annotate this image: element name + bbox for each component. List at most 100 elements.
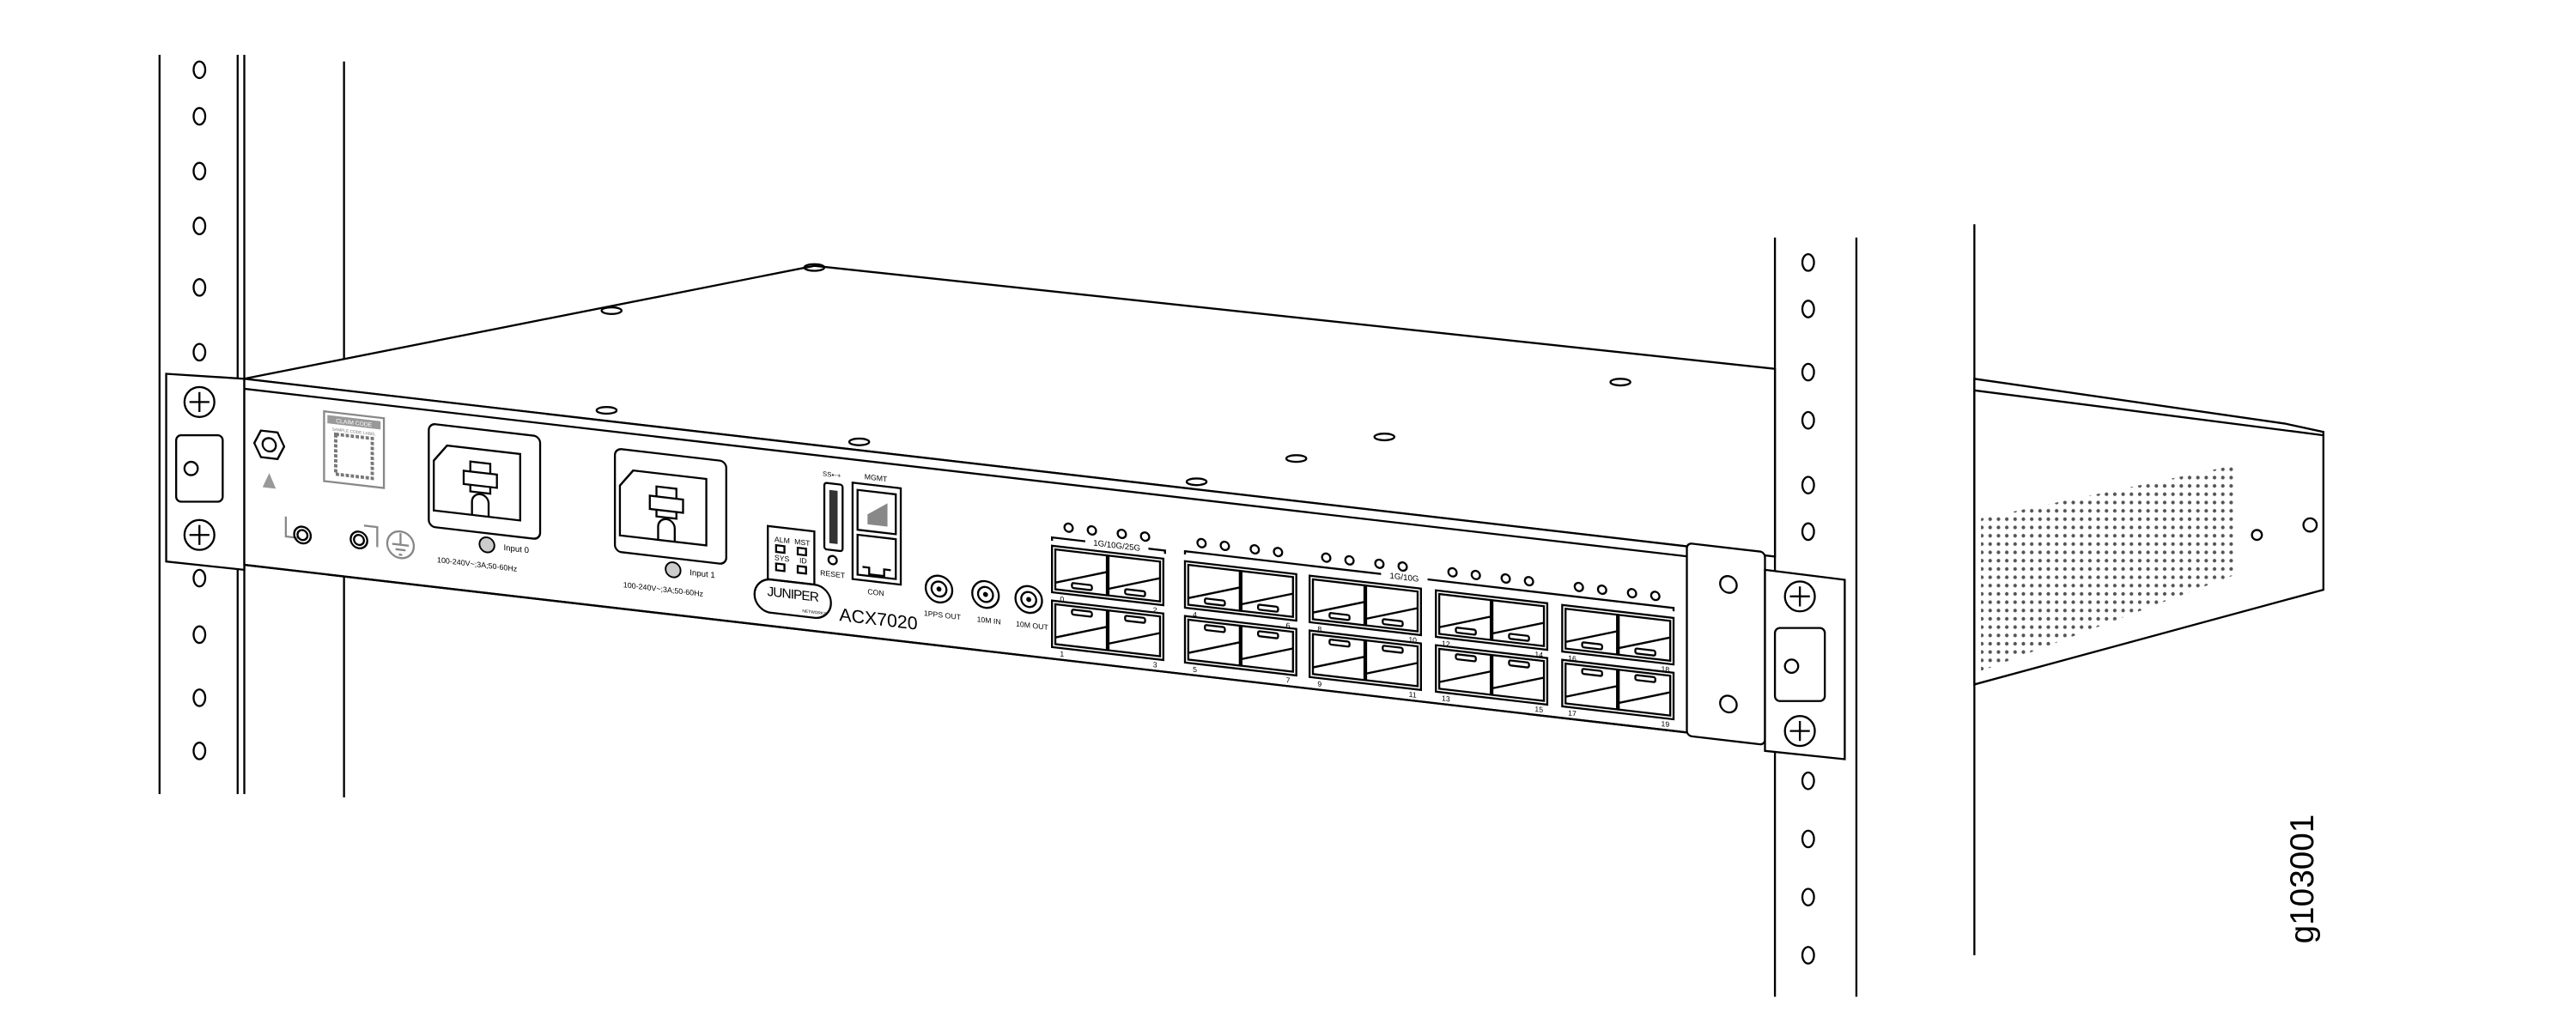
sfp-port-12[interactable] [1437, 592, 1492, 641]
latch-tab [1124, 615, 1146, 624]
sfp-cage[interactable] [1240, 570, 1294, 619]
rack-hole [1801, 522, 1815, 542]
latch-tab [1071, 582, 1093, 591]
sfp-port-11[interactable] [1364, 639, 1419, 688]
led-label-id: ID [799, 556, 807, 566]
rack-hole [192, 625, 207, 645]
sfp-cage[interactable] [1054, 603, 1109, 651]
port-number-label: 9 [1317, 679, 1321, 688]
sfp-cage[interactable] [1618, 614, 1672, 663]
usb-port[interactable]: SS⇠+ [823, 470, 844, 553]
led-label-mst: MST [794, 537, 811, 548]
port-status-led [1447, 566, 1458, 578]
rack-hole [192, 278, 207, 297]
sfp-cage[interactable] [1364, 639, 1419, 688]
top-cover-screw [1285, 454, 1308, 464]
sfp-port-4[interactable] [1187, 563, 1242, 612]
sfp-port-19[interactable] [1618, 668, 1672, 717]
sfp-port-15[interactable] [1491, 653, 1546, 702]
latch-tab [1204, 624, 1226, 633]
top-cover-screw [1185, 477, 1208, 487]
bnc-port[interactable]: 10M OUT [1014, 585, 1049, 632]
port-number-label: 14 [1534, 650, 1543, 659]
latch-tab [1508, 633, 1530, 642]
port-status-led [1139, 531, 1151, 542]
sfp-port-6[interactable] [1240, 570, 1294, 619]
sfp-cage[interactable] [1187, 618, 1242, 667]
power-inlet-1[interactable]: Input 1 100-240V~;3A;50-60Hz [613, 448, 727, 601]
sfp-cage[interactable] [1311, 578, 1366, 627]
sfp-port-9[interactable] [1311, 633, 1366, 682]
bnc-port[interactable]: 10M IN [971, 579, 1001, 627]
port-number-label: 19 [1662, 719, 1670, 729]
port-status-led [1626, 588, 1637, 599]
sfp-port-14[interactable] [1491, 598, 1546, 647]
port-status-led [1086, 524, 1097, 536]
right-mounting-ear [1764, 568, 1846, 760]
reset-button[interactable]: RESET [820, 554, 846, 580]
rack-hole [192, 60, 207, 80]
sfp-cage[interactable] [1618, 668, 1672, 717]
port-number-label: 7 [1286, 676, 1291, 685]
port-number-label: 12 [1442, 639, 1450, 648]
latch-tab [1455, 627, 1477, 636]
sfp-cage[interactable] [1564, 662, 1619, 711]
port-number-label: 15 [1534, 705, 1543, 714]
timing-port-label: 10M IN [977, 615, 1001, 626]
sfp-port-18[interactable] [1618, 614, 1672, 663]
sfp-port-group: 12 14 13 15 [1435, 566, 1549, 714]
latch-tab [1508, 659, 1530, 669]
qr-code-icon [334, 432, 374, 481]
latch-tab [1257, 603, 1279, 613]
sfp-port-0[interactable] [1054, 548, 1109, 597]
sfp-cage[interactable] [1437, 592, 1492, 641]
sfp-cage[interactable] [1107, 609, 1162, 657]
front-panel: CLAIM CODE SAMPLE CODE LABEL Input 0 100… [243, 377, 1766, 746]
sfp-port-8[interactable] [1311, 578, 1366, 627]
sfp-port-2[interactable] [1107, 554, 1162, 603]
sfp-cage[interactable] [1107, 554, 1162, 603]
sfp-port-7[interactable] [1240, 624, 1294, 673]
port-status-led [1500, 573, 1511, 585]
sfp-cage[interactable] [1240, 624, 1294, 673]
port-number-label: 10 [1408, 635, 1417, 645]
port-number-label: 18 [1662, 664, 1670, 674]
sfp-cage[interactable] [1564, 607, 1619, 656]
sfp-port-10[interactable] [1364, 584, 1419, 633]
sfp-cage[interactable] [1311, 633, 1366, 682]
sfp-cage[interactable] [1491, 598, 1546, 647]
rack-hole [1801, 888, 1815, 906]
console-port[interactable] [856, 533, 897, 580]
sfp-port-17[interactable] [1564, 662, 1619, 711]
brand-name: JUNIPER [768, 585, 819, 605]
power-inlet-0[interactable]: Input 0 100-240V~;3A;50-60Hz [428, 423, 542, 576]
brand-subtitle: NETWORKS [802, 609, 827, 616]
port-status-led [1321, 552, 1332, 563]
svg-text:1G/10G: 1G/10G [1390, 572, 1419, 585]
sfp-port-13[interactable] [1437, 647, 1492, 696]
port-number-label: 13 [1442, 694, 1450, 703]
port-status-led [1196, 537, 1207, 548]
sfp-cage[interactable] [1054, 548, 1109, 597]
sfp-port-5[interactable] [1187, 618, 1242, 667]
sfp-cage[interactable] [1364, 584, 1419, 633]
juniper-logo: JUNIPER NETWORKS [753, 578, 832, 620]
rack-hole [192, 568, 207, 588]
latch-tab [1634, 647, 1656, 657]
sfp-port-1[interactable] [1054, 603, 1109, 651]
sfp-cage[interactable] [1437, 647, 1492, 696]
bnc-port[interactable]: 1PPS OUT [924, 574, 962, 621]
power-input-label: Input 0 [503, 543, 529, 555]
sfp-port-3[interactable] [1107, 609, 1162, 657]
sfp-cage[interactable] [1187, 563, 1242, 612]
rack-hole [192, 216, 207, 236]
sfp-cage[interactable] [1491, 653, 1546, 702]
sfp-port-16[interactable] [1564, 607, 1619, 656]
port-number-label: 8 [1317, 625, 1321, 634]
rack-hole [1801, 946, 1815, 965]
side-screw-icon [2251, 529, 2263, 542]
port-status-led [1374, 558, 1385, 569]
